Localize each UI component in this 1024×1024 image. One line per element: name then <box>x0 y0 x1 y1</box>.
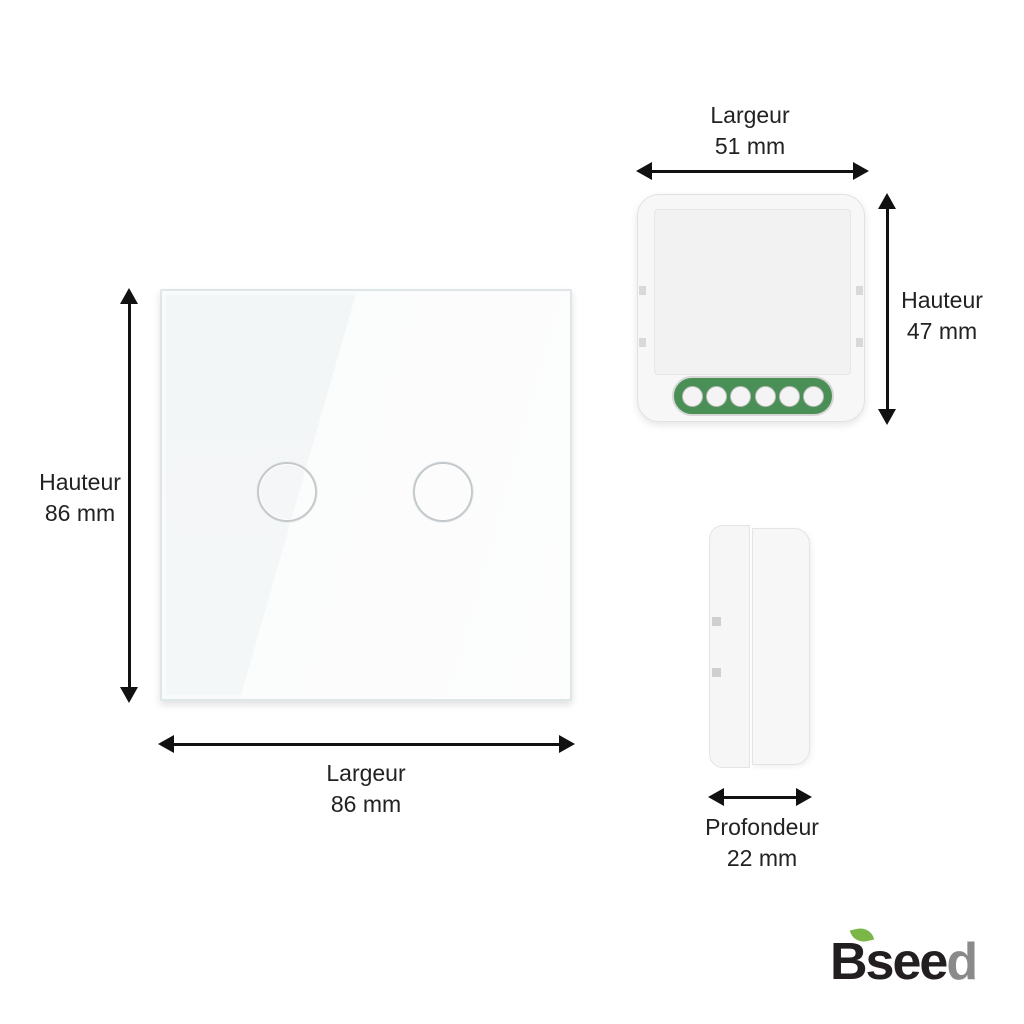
module-notch <box>639 338 646 347</box>
glass-reflection <box>162 291 570 699</box>
terminal-screw-icon <box>730 385 752 407</box>
panel-height-label: Hauteur 86 mm <box>26 467 134 529</box>
terminal-screw-icon <box>754 385 776 407</box>
module-notch <box>856 338 863 347</box>
panel-width-arrow-icon <box>158 735 575 753</box>
terminal-screw-icon <box>778 385 800 407</box>
module-width-value: 51 mm <box>714 133 786 159</box>
module-depth-label: Profondeur 22 mm <box>682 812 842 874</box>
module-width-title: Largeur <box>710 102 790 128</box>
terminal-screw-icon <box>705 385 727 407</box>
panel-height-title: Hauteur <box>39 469 121 495</box>
module-notch <box>639 286 646 295</box>
panel-width-label: Largeur 86 mm <box>296 758 436 820</box>
panel-height-value: 86 mm <box>44 500 116 526</box>
module-side-tab <box>712 617 721 626</box>
terminal-screw-icon <box>681 385 703 407</box>
module-width-arrow-icon <box>636 162 869 180</box>
panel-width-value: 86 mm <box>330 791 402 817</box>
terminal-screw-icon <box>803 385 825 407</box>
terminal-block <box>672 376 834 416</box>
module-depth-title: Profondeur <box>705 814 819 840</box>
logo-text: Bsee <box>830 933 948 991</box>
logo-text-tail: d <box>946 933 978 991</box>
panel-width-title: Largeur <box>326 760 406 786</box>
module-notch <box>856 286 863 295</box>
module-width-label: Largeur 51 mm <box>680 100 820 162</box>
smart-module-front <box>637 194 865 422</box>
module-depth-value: 22 mm <box>726 845 798 871</box>
module-depth-arrow-icon <box>708 788 812 806</box>
module-side-cover <box>752 528 810 765</box>
smart-module-side <box>709 525 810 768</box>
glass-touch-switch-panel <box>160 289 572 701</box>
module-height-arrow-icon <box>878 193 896 425</box>
module-height-value: 47 mm <box>906 318 978 344</box>
brand-logo: Bseed <box>830 933 978 991</box>
panel-height-arrow-icon <box>120 288 138 703</box>
module-height-label: Hauteur 47 mm <box>888 285 996 347</box>
touch-button-2 <box>413 462 473 522</box>
touch-button-1 <box>257 462 317 522</box>
module-height-title: Hauteur <box>901 287 983 313</box>
module-face <box>654 209 851 375</box>
module-side-base <box>709 525 750 768</box>
module-side-tab <box>712 668 721 677</box>
